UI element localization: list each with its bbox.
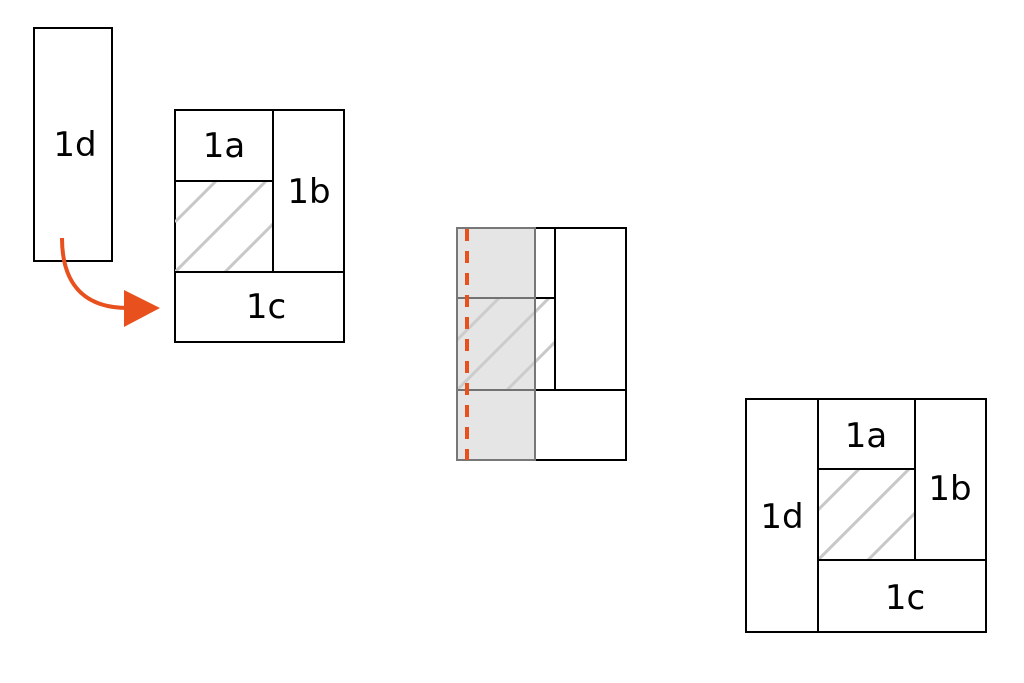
layout-group-split [456, 227, 627, 461]
label-1a: 1a [203, 126, 245, 166]
label-1b: 1b [287, 172, 330, 212]
layout-group-initial: 1a 1b 1c [174, 109, 345, 343]
hatched-area [818, 469, 915, 560]
label-1b: 1b [928, 469, 971, 509]
hatched-area [175, 181, 273, 272]
label-1c: 1c [246, 287, 286, 327]
layout-group-final: 1d 1a 1b 1c [745, 398, 987, 633]
label-1d: 1d [760, 497, 803, 537]
arrowhead-icon [124, 290, 160, 327]
label-1a: 1a [845, 416, 887, 456]
block-1d-detached: 1d [33, 27, 113, 262]
label-1c: 1c [885, 578, 925, 618]
label-1d: 1d [53, 125, 96, 165]
insert-overlay [456, 227, 536, 461]
move-arrow [60, 237, 160, 327]
